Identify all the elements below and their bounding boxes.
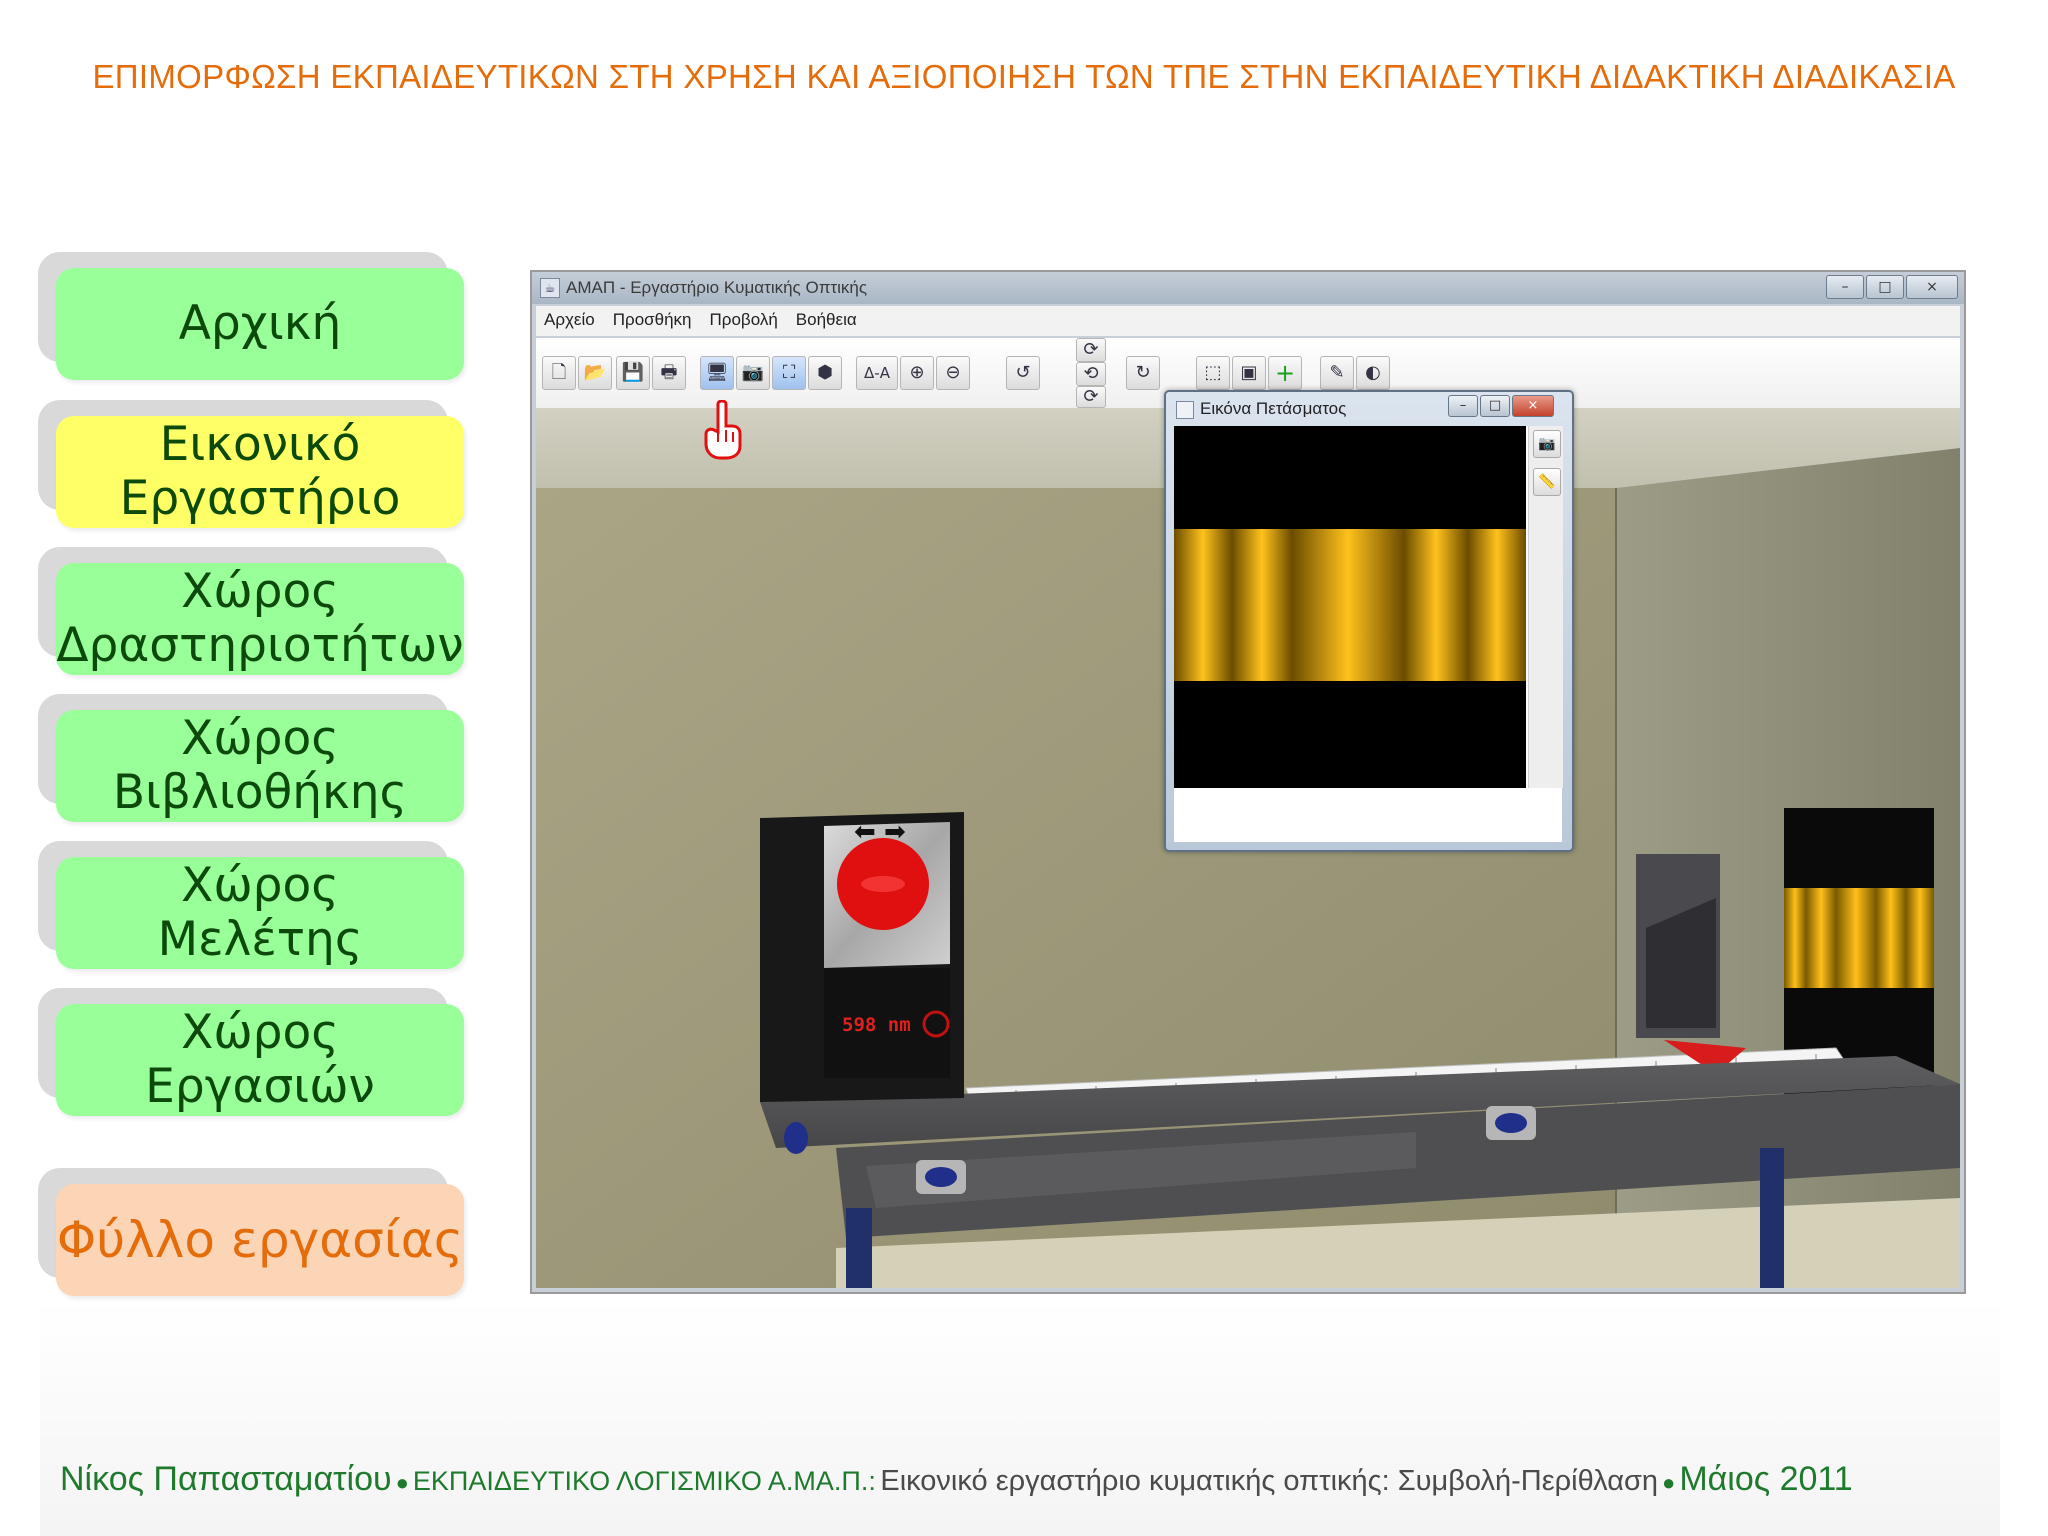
rotate-right-icon[interactable]: ↻ xyxy=(1126,356,1160,390)
footer-separator-icon: ● xyxy=(395,1470,409,1495)
nav-item-study[interactable]: Χώρος Μελέτης xyxy=(38,841,478,969)
nav-item-label: Χώρος Βιβλιοθήκης xyxy=(56,710,464,822)
print-icon[interactable]: 🖶 xyxy=(652,356,686,390)
nav-item-assignments[interactable]: Χώρος Εργασιών xyxy=(38,988,478,1116)
menu-bar: Αρχείο Προσθήκη Προβολή Βοήθεια xyxy=(536,306,1960,336)
rotate-center-icon[interactable]: ⟲ xyxy=(1076,362,1106,386)
camera-icon[interactable]: 📷 xyxy=(1533,430,1561,458)
pencil-icon[interactable]: ✎ xyxy=(1320,356,1354,390)
lab-3d-scene: ⬅ ➡ xyxy=(536,408,1960,1288)
nav-item-label: Χώρος Εργασιών xyxy=(56,1004,464,1116)
interference-pattern xyxy=(1174,426,1526,788)
open-folder-icon[interactable]: 📂 xyxy=(578,356,612,390)
app-title: ΑΜΑΠ - Εργαστήριο Κυματικής Οπτικής xyxy=(566,278,868,297)
nav-item-activities[interactable]: Χώρος Δραστηριοτήτων xyxy=(38,547,478,675)
nav-item-label: Χώρος Μελέτης xyxy=(56,857,464,969)
virtual-lab-scene[interactable]: ⬅ ➡ 598 nm xyxy=(536,408,1960,1288)
screen-icon[interactable]: ▣ xyxy=(1232,356,1266,390)
nav-item-label: Αρχική xyxy=(56,268,464,380)
screen-fringes xyxy=(1784,888,1934,988)
zoom-out-icon[interactable]: ⊖ xyxy=(936,356,970,390)
slide-header: ΕΠΙΜΟΡΦΩΣΗ ΕΚΠΑΙΔΕΥΤΙΚΩΝ ΣΤΗ ΧΡΗΣΗ ΚΑΙ Α… xyxy=(92,58,1956,95)
distance-measure-button[interactable]: Δ-Α xyxy=(856,356,898,390)
popup-title: Εικόνα Πετάσματος xyxy=(1200,399,1347,418)
slide-footer: Νίκος Παπασταματίου●ΕΚΠΑΙΔΕΥΤΙΚΟ ΛΟΓΙΣΜΙ… xyxy=(60,1460,2020,1499)
app-titlebar[interactable]: ☕ ΑΜΑΠ - Εργαστήριο Κυματικής Οπτικής – … xyxy=(532,272,1964,304)
app-window: ☕ ΑΜΑΠ - Εργαστήριο Κυματικής Οπτικής – … xyxy=(530,270,1966,1294)
footer-author: Νίκος Παπασταματίου xyxy=(60,1460,392,1498)
new-file-icon[interactable]: 🗋 xyxy=(542,356,576,390)
popup-minimize-button[interactable]: – xyxy=(1448,395,1478,417)
add-icon[interactable]: + xyxy=(1268,356,1302,390)
ruler-icon[interactable]: 📏 xyxy=(1533,468,1561,496)
nav-item-virtual-lab[interactable]: Εικονικό Εργαστήριο xyxy=(38,400,478,528)
cube-icon[interactable]: ⬢ xyxy=(808,356,842,390)
capture-icon[interactable]: ⛶ xyxy=(772,356,806,390)
java-app-icon: ☕ xyxy=(540,278,560,298)
maximize-button[interactable]: □ xyxy=(1866,275,1904,299)
nav-item-home[interactable]: Αρχική xyxy=(38,252,478,380)
interference-fringes xyxy=(1174,529,1526,681)
nav-item-library[interactable]: Χώρος Βιβλιοθήκης xyxy=(38,694,478,822)
footer-date: Μάιος 2011 xyxy=(1679,1460,1853,1498)
nav-item-label: Φύλλο εργασίας xyxy=(56,1184,464,1296)
rotate-left-icon[interactable]: ↺ xyxy=(1006,356,1040,390)
save-icon[interactable]: 💾 xyxy=(616,356,650,390)
slide-background-shade xyxy=(40,1300,2000,1536)
zoom-in-icon[interactable]: ⊕ xyxy=(900,356,934,390)
palette-icon[interactable]: ◐ xyxy=(1356,356,1390,390)
close-button[interactable]: × xyxy=(1906,275,1958,299)
rotate-down-icon[interactable]: ⟳ xyxy=(1076,386,1106,408)
select-area-icon[interactable]: ⬚ xyxy=(1196,356,1230,390)
nav-item-worksheet[interactable]: Φύλλο εργασίας xyxy=(38,1168,478,1296)
rotate-up-icon[interactable]: ⟳ xyxy=(1076,338,1106,362)
menu-view[interactable]: Προβολή xyxy=(709,310,778,329)
menu-add[interactable]: Προσθήκη xyxy=(612,310,692,329)
menu-file[interactable]: Αρχείο xyxy=(544,310,595,329)
popup-maximize-button[interactable]: □ xyxy=(1480,395,1510,417)
minimize-button[interactable]: – xyxy=(1826,275,1864,299)
camera-icon[interactable]: 📷 xyxy=(736,356,770,390)
svg-text:⬅ ➡: ⬅ ➡ xyxy=(854,817,906,847)
nav-item-label: Χώρος Δραστηριοτήτων xyxy=(56,563,464,675)
popup-close-button[interactable]: × xyxy=(1512,395,1554,417)
footer-description: Εικονικό εργαστήριο κυματικής οπτικής: Σ… xyxy=(880,1465,1659,1497)
popup-side-toolbar: 📷 📏 xyxy=(1528,426,1563,788)
pointing-hand-icon xyxy=(702,399,742,460)
footer-separator-icon: ● xyxy=(1662,1470,1676,1495)
laser-wavelength-readout: 598 nm xyxy=(842,1014,911,1036)
footer-software: ΕΚΠΑΙΔΕΥΤΙΚΟ ΛΟΓΙΣΜΙΚΟ Α.ΜΑ.Π.: xyxy=(412,1466,876,1496)
nav-item-label: Εικονικό Εργαστήριο xyxy=(56,416,464,528)
screen-image-window[interactable]: Εικόνα Πετάσματος – □ × xyxy=(1164,390,1574,852)
menu-help[interactable]: Βοήθεια xyxy=(795,310,857,329)
popup-body: 📷 📏 xyxy=(1174,426,1563,842)
java-app-icon xyxy=(1176,401,1194,419)
screen-view-icon[interactable]: 🖥 xyxy=(700,356,734,390)
